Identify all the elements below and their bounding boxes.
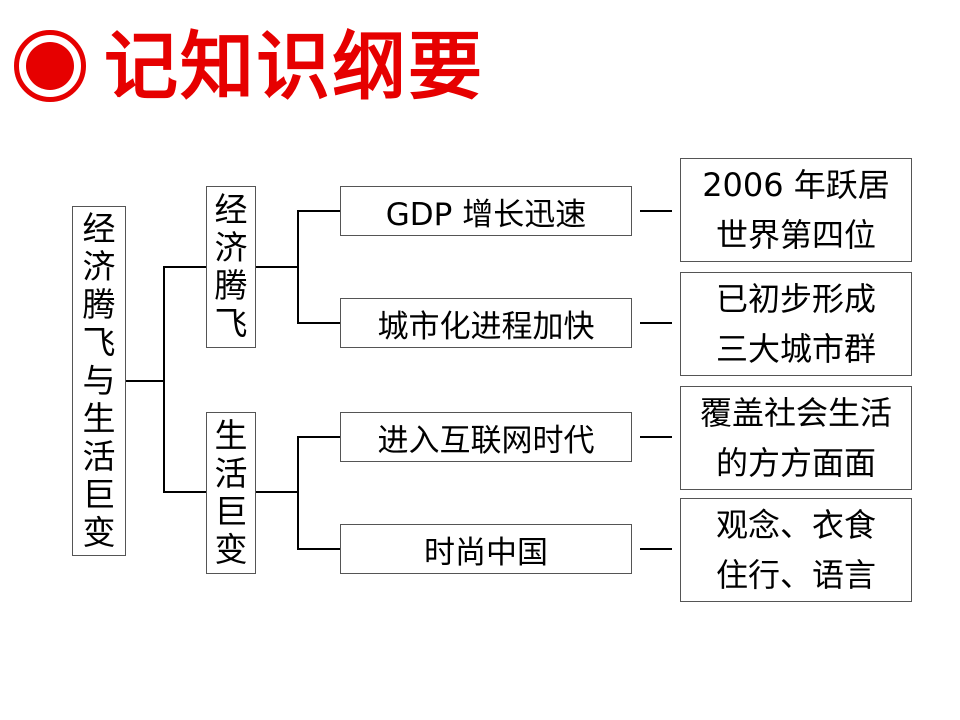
branch-box-life: 生 活 巨 变 bbox=[206, 412, 256, 574]
branch-char: 飞 bbox=[214, 304, 248, 343]
connector-line bbox=[297, 210, 340, 212]
branch-box-economy: 经 济 腾 飞 bbox=[206, 186, 256, 348]
connector-line bbox=[163, 266, 165, 492]
connector-line bbox=[640, 322, 672, 324]
result-line: 三大城市群 bbox=[715, 330, 876, 368]
connector-line bbox=[297, 322, 340, 324]
result-box-fashion: 观念、衣食 住行、语言 bbox=[680, 498, 912, 602]
result-box-internet: 覆盖社会生活 的方方面面 bbox=[680, 386, 912, 490]
root-char: 变 bbox=[82, 513, 116, 552]
result-line: 观念、衣食 bbox=[715, 506, 876, 544]
result-line: 已初步形成 bbox=[715, 280, 876, 318]
branch-char: 生 bbox=[214, 416, 248, 455]
item-box-fashion: 时尚中国 bbox=[340, 524, 632, 574]
branch-char: 活 bbox=[214, 454, 248, 493]
connector-line bbox=[297, 210, 299, 324]
connector-line bbox=[163, 491, 206, 493]
root-char: 济 bbox=[82, 247, 116, 286]
bullet-circle-icon bbox=[14, 30, 86, 102]
item-box-internet: 进入互联网时代 bbox=[340, 412, 632, 462]
result-line: 住行、语言 bbox=[715, 556, 876, 594]
connector-line bbox=[256, 266, 298, 268]
root-char: 经 bbox=[82, 209, 116, 248]
root-char: 巨 bbox=[82, 475, 116, 514]
connector-line bbox=[297, 436, 340, 438]
branch-char: 巨 bbox=[214, 492, 248, 531]
connector-line bbox=[640, 436, 672, 438]
connector-line bbox=[126, 380, 164, 382]
result-box-gdp: 2006 年跃居 世界第四位 bbox=[680, 158, 912, 262]
title-text: 记知识纲要 bbox=[104, 24, 484, 110]
root-char: 腾 bbox=[82, 285, 116, 324]
branch-char: 济 bbox=[214, 228, 248, 267]
branch-char: 经 bbox=[214, 190, 248, 229]
result-box-urbanization: 已初步形成 三大城市群 bbox=[680, 272, 912, 376]
connector-line bbox=[297, 436, 299, 550]
connector-line bbox=[640, 210, 672, 212]
connector-line bbox=[256, 491, 298, 493]
root-char: 飞 bbox=[82, 323, 116, 362]
connector-line bbox=[640, 548, 672, 550]
result-line: 覆盖社会生活 bbox=[699, 394, 892, 432]
root-box: 经 济 腾 飞 与 生 活 巨 变 bbox=[72, 206, 126, 556]
result-line: 世界第四位 bbox=[715, 216, 876, 254]
item-box-urbanization: 城市化进程加快 bbox=[340, 298, 632, 348]
branch-char: 腾 bbox=[214, 266, 248, 305]
result-line: 2006 年跃居 bbox=[702, 166, 890, 204]
connector-line bbox=[163, 266, 206, 268]
root-char: 生 bbox=[82, 399, 116, 438]
connector-line bbox=[297, 548, 340, 550]
result-line: 的方方面面 bbox=[715, 444, 876, 482]
root-char: 与 bbox=[82, 361, 116, 400]
item-box-gdp: GDP 增长迅速 bbox=[340, 186, 632, 236]
branch-char: 变 bbox=[214, 530, 248, 569]
root-char: 活 bbox=[82, 437, 116, 476]
